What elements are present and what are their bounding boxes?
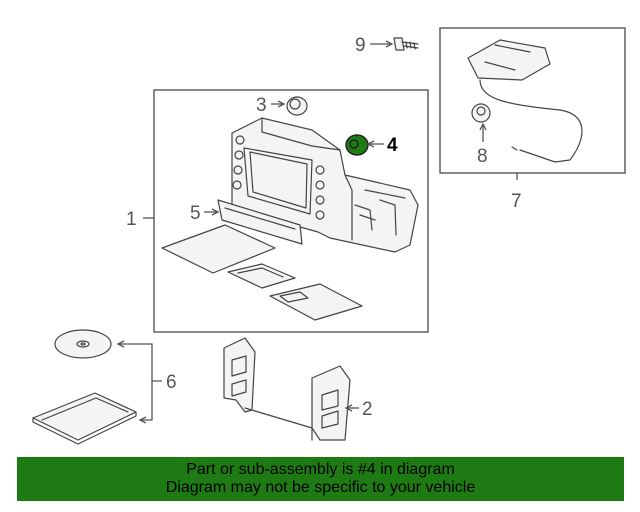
callout-1: 1 bbox=[126, 209, 137, 230]
callout-8: 8 bbox=[477, 146, 488, 167]
part-9-bolt[interactable] bbox=[393, 37, 419, 51]
callout-6: 6 bbox=[166, 372, 177, 393]
parts-diagram: 1 2 3 4 5 6 7 8 9 bbox=[32, 27, 626, 445]
part-3-knob[interactable] bbox=[286, 96, 308, 116]
manual-sheets bbox=[161, 224, 363, 321]
part-2-bracket[interactable] bbox=[223, 337, 351, 441]
callout-7: 7 bbox=[511, 191, 522, 212]
callout-5: 5 bbox=[190, 203, 201, 224]
part-4-knob-highlighted[interactable] bbox=[345, 134, 369, 156]
part-info-banner: Part or sub-assembly is #4 in diagram Di… bbox=[17, 457, 624, 501]
part-8-grommet[interactable] bbox=[471, 103, 491, 123]
callout-2: 2 bbox=[362, 399, 373, 420]
callout-3: 3 bbox=[256, 95, 267, 116]
assembly-1-frame bbox=[153, 89, 429, 333]
part-7-antenna[interactable] bbox=[467, 39, 583, 163]
banner-line-2: Diagram may not be specific to your vehi… bbox=[165, 479, 476, 496]
callout-4: 4 bbox=[387, 135, 398, 156]
part-6-disc[interactable] bbox=[54, 329, 112, 359]
callout-9: 9 bbox=[355, 35, 366, 56]
part-5-bezel[interactable] bbox=[217, 199, 303, 245]
leader-lines bbox=[116, 40, 518, 424]
assembly-7-frame bbox=[439, 27, 626, 174]
part-6-case[interactable] bbox=[32, 392, 137, 445]
banner-line-1: Part or sub-assembly is #4 in diagram bbox=[186, 461, 455, 478]
